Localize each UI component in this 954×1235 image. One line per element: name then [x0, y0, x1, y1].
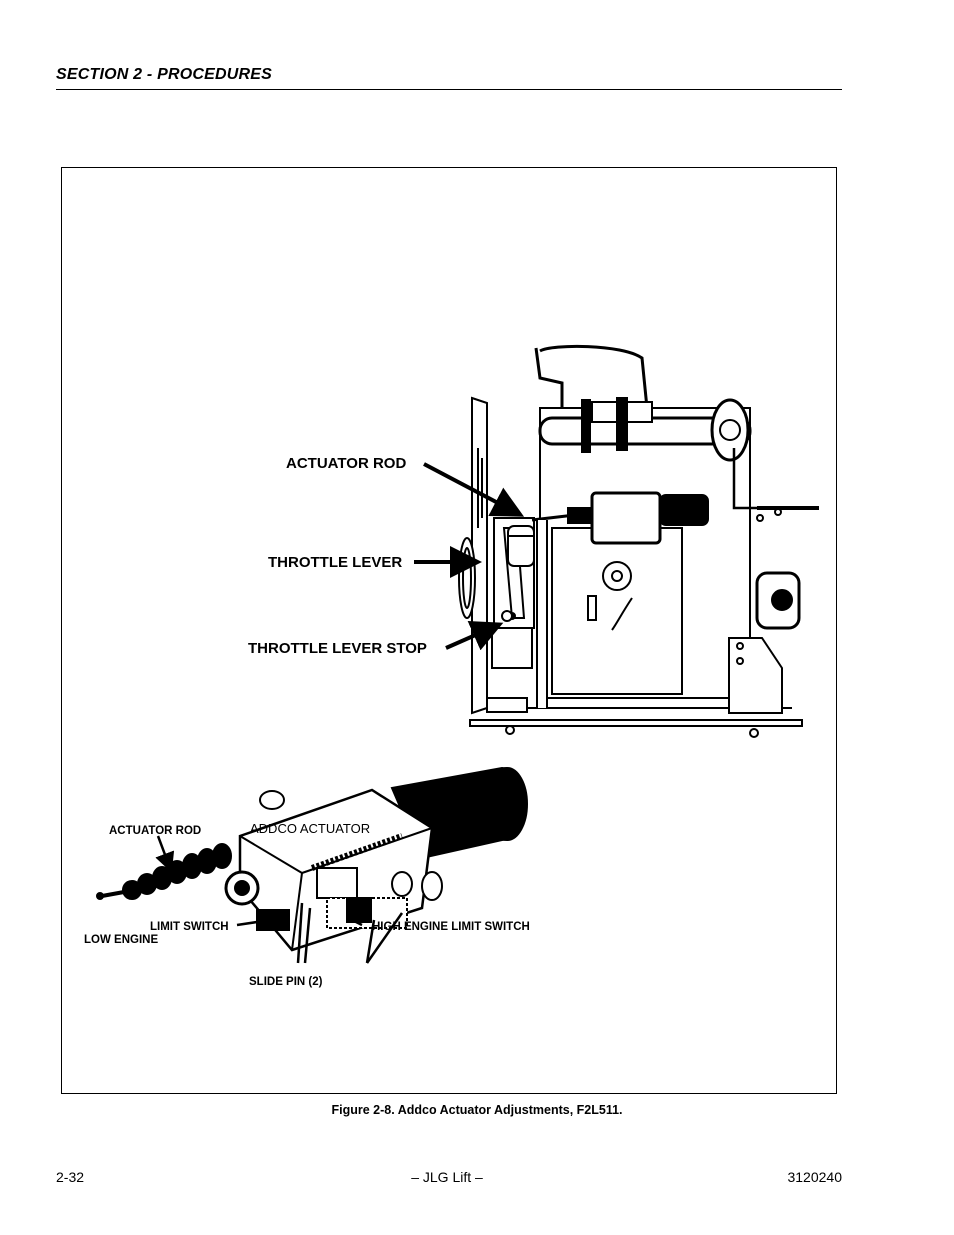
header-rule — [56, 89, 842, 90]
figure-caption: Figure 2-8. Addco Actuator Adjustments, … — [331, 1103, 623, 1117]
footer-publisher: – JLG Lift – — [411, 1169, 483, 1185]
lower-callout-lines — [155, 835, 404, 964]
actuator-drawing — [96, 766, 528, 952]
section-header: SECTION 2 - PROCEDURES — [56, 66, 272, 83]
engine-drawing — [458, 344, 819, 738]
label-limit-switch: LIMIT SWITCH — [150, 921, 229, 933]
figure-frame: ACTUATOR ROD THROTTLE LEVER THROTTLE LEV… — [61, 167, 837, 1094]
label-low-engine: LOW ENGINE — [84, 934, 158, 946]
label-actuator-rod-lower: ACTUATOR ROD — [109, 825, 201, 837]
page-number: 2-32 — [56, 1169, 85, 1185]
label-addco-actuator: ADDCO ACTUATOR — [250, 821, 370, 836]
upper-callout-arrows — [414, 462, 525, 651]
figure-illustration: ACTUATOR ROD THROTTLE LEVER THROTTLE LEV… — [84, 344, 819, 988]
label-throttle-lever: THROTTLE LEVER — [268, 554, 402, 571]
label-actuator-rod-upper: ACTUATOR ROD — [286, 455, 406, 472]
document-number: 3120240 — [787, 1169, 842, 1185]
label-slide-pin: SLIDE PIN (2) — [249, 976, 323, 988]
label-high-engine-limit-switch: HIGH ENGINE LIMIT SWITCH — [372, 921, 530, 933]
label-throttle-lever-stop: THROTTLE LEVER STOP — [248, 640, 427, 657]
